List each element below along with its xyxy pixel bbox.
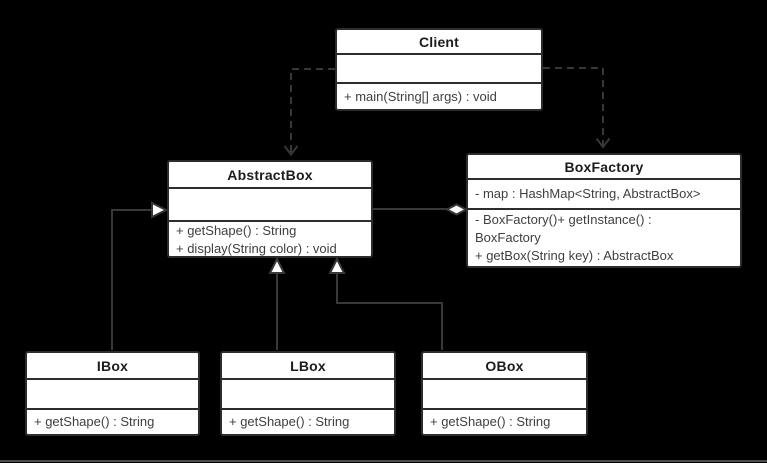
class-ibox-name: IBox (96, 357, 129, 374)
method-line: - BoxFactory()+ getInstance() : (475, 212, 652, 227)
class-lbox-name: LBox (290, 357, 326, 374)
class-abstractbox-methods: + getShape() : String + display(String c… (169, 220, 371, 258)
class-abstractbox-name: AbstractBox (227, 166, 313, 183)
attribute-line: - map : HashMap<String, AbstractBox> (475, 186, 701, 201)
generalization-ibox-line (111, 209, 152, 350)
class-boxfactory-methods: - BoxFactory()+ getInstance() : BoxFacto… (468, 208, 740, 266)
method-line: + getShape() : String (229, 414, 350, 429)
class-ibox-attributes (27, 378, 198, 408)
class-client[interactable]: Client + main(String[] args) : void (335, 28, 543, 111)
aggregation-boxfactory-abstractbox[interactable] (373, 203, 469, 216)
class-boxfactory[interactable]: BoxFactory - map : HashMap<String, Abstr… (466, 153, 742, 268)
dependency-client-to-boxfactory-line (543, 67, 604, 146)
class-obox-methods: + getShape() : String (423, 408, 586, 434)
dependency-client-to-abstractbox-line (290, 68, 335, 153)
class-ibox[interactable]: IBox + getShape() : String (25, 351, 200, 436)
method-line: BoxFactory (475, 230, 541, 245)
class-boxfactory-name: BoxFactory (564, 158, 644, 175)
open-arrowhead-icon (595, 137, 611, 149)
class-lbox-methods: + getShape() : String (222, 408, 394, 434)
class-lbox-attributes (222, 378, 394, 408)
dependency-client-to-abstractbox[interactable] (283, 68, 336, 157)
class-obox-attributes (423, 378, 586, 408)
generalization-lbox-to-abstractbox[interactable] (268, 256, 286, 350)
method-line: + main(String[] args) : void (344, 88, 497, 104)
hollow-triangle-icon (268, 256, 286, 274)
method-line: + display(String color) : void (176, 241, 337, 256)
open-arrowhead-icon (283, 145, 299, 157)
class-client-methods: + main(String[] args) : void (337, 82, 541, 109)
class-ibox-methods: + getShape() : String (27, 408, 198, 434)
generalization-obox-line (336, 272, 443, 350)
generalization-obox-to-abstractbox[interactable] (328, 256, 443, 350)
dependency-client-to-boxfactory[interactable] (543, 67, 611, 149)
hollow-triangle-icon (328, 256, 346, 274)
method-line: + getShape() : String (430, 414, 551, 429)
method-line: + getShape() : String (34, 414, 155, 429)
generalization-ibox-to-abstractbox[interactable] (111, 201, 169, 350)
class-client-attributes (337, 53, 541, 82)
class-boxfactory-attributes: - map : HashMap<String, AbstractBox> (468, 178, 740, 208)
method-line: + getBox(String key) : AbstractBox (475, 248, 674, 263)
bottom-edge-line (0, 460, 767, 462)
class-lbox[interactable]: LBox + getShape() : String (220, 351, 396, 436)
class-abstractbox-attributes (169, 187, 371, 220)
class-client-name: Client (418, 33, 460, 50)
class-abstractbox[interactable]: AbstractBox + getShape() : String + disp… (167, 160, 373, 258)
class-obox[interactable]: OBox + getShape() : String (421, 351, 588, 436)
hollow-diamond-icon (444, 203, 469, 216)
class-obox-name: OBox (485, 357, 524, 374)
hollow-triangle-icon (151, 201, 169, 219)
method-line: + getShape() : String (176, 223, 297, 238)
